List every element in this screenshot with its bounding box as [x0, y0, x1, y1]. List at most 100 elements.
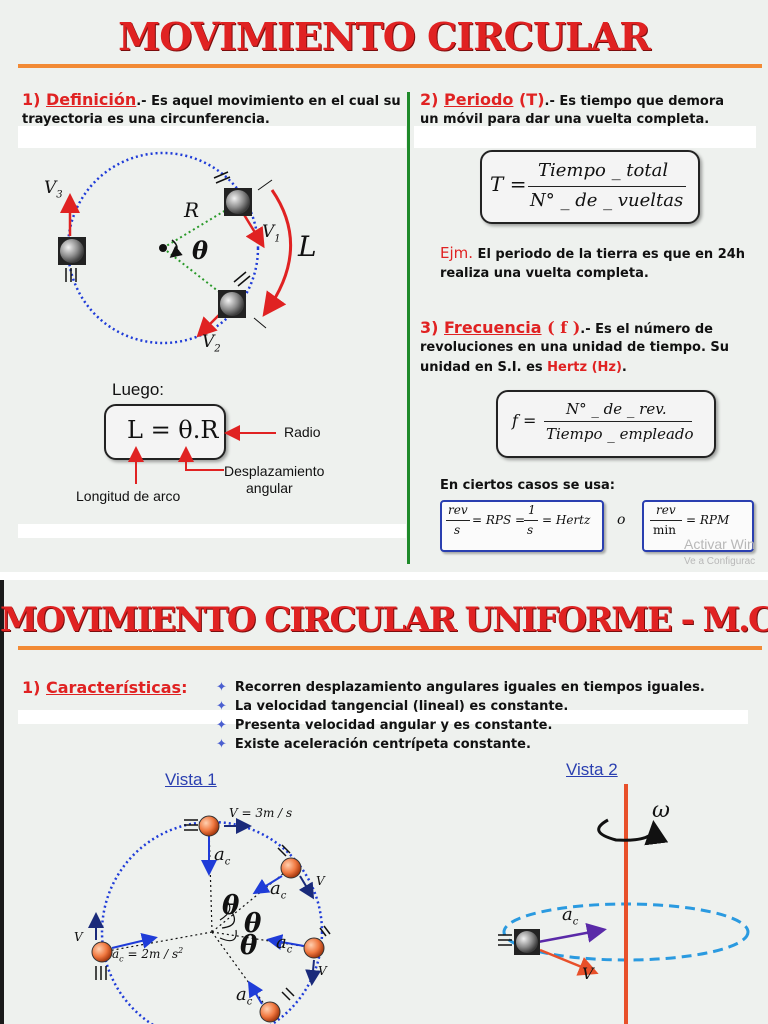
ball-top	[213, 171, 252, 216]
definicion-line2: trayectoria es una circunferencia.	[22, 112, 270, 127]
velocity-label: V	[318, 964, 327, 978]
centripetal-accel-arrow	[247, 980, 264, 1005]
ejemplo-line1: Ejm. El periodo de la tierra es que en 2…	[440, 244, 745, 264]
v2-label: V2	[202, 332, 221, 354]
rps-end: = Hertz	[542, 513, 591, 527]
list-item-text: La velocidad tangencial (lineal) es cons…	[234, 699, 569, 714]
fraction-bar	[650, 520, 682, 521]
ac-subscript: c	[119, 954, 124, 964]
vista2-label: Vista 2	[566, 760, 618, 779]
velocity-label: V	[74, 930, 83, 944]
rpm-formula-box	[642, 500, 754, 552]
casos-text: En ciertos casos se usa:	[440, 478, 615, 493]
hertz-unit: Hertz (Hz)	[547, 360, 622, 375]
ac-label: ac	[214, 844, 230, 868]
frecuencia-text: .- Es el número de	[580, 322, 713, 337]
center-point	[159, 244, 167, 252]
velocity-arrow	[539, 948, 599, 976]
ac-value-label: ac = 2m / s2	[112, 946, 183, 963]
frecuencia-symbol: ( f )	[541, 318, 581, 337]
definicion-line1: 1) Definición.- Es aquel movimiento en e…	[22, 90, 401, 111]
periodo-line2: un móvil para dar una vuelta completa.	[420, 112, 710, 127]
frecuencia-line3: unidad en S.I. es Hertz (Hz).	[420, 358, 627, 377]
left-edge	[0, 580, 4, 1024]
frecuencia-text: unidad en S.I. es	[420, 360, 548, 375]
v3-label: V3	[44, 178, 63, 200]
v3-symbol: V	[44, 178, 57, 198]
fraction-bar	[528, 186, 686, 187]
caracteristicas-heading: Características	[46, 678, 182, 697]
ejemplo-text: El periodo de la tierra es que en 24h	[473, 247, 746, 262]
mcu-vista1-diagram: θ θ θ	[88, 815, 331, 1024]
slide-separator	[0, 572, 768, 580]
ac-symbol: a	[214, 844, 225, 865]
section-number: 1)	[22, 678, 47, 697]
periodo-heading: Periodo	[444, 90, 514, 109]
title-underline	[18, 646, 762, 650]
rps-mid: = RPS =	[472, 513, 526, 527]
rps-den: s	[454, 523, 461, 537]
ac-symbol: a	[276, 932, 287, 953]
ac-symbol: a	[236, 984, 247, 1005]
or-label: o	[617, 512, 626, 528]
ejemplo-line2: realiza una vuelta completa.	[440, 266, 649, 281]
arc-length-label: L	[298, 230, 317, 263]
ac-symbol: a	[270, 878, 281, 899]
v2-symbol: V	[202, 332, 215, 352]
slide1-title: MOVIMIENTO CIRCULAR	[118, 14, 651, 59]
periodo-formula-box	[480, 150, 700, 224]
ac-subscript: c	[246, 996, 253, 1008]
longitud-arco-label: Longitud de arco	[76, 488, 181, 504]
radio-label: Radio	[284, 424, 321, 440]
ac-subscript: c	[286, 944, 293, 956]
definicion-heading: Definición	[46, 90, 137, 109]
watermark-line1: Activar Win	[684, 536, 755, 552]
rps-s: s	[527, 523, 534, 537]
desplazamiento-label: Desplazamiento	[224, 463, 325, 479]
tick-mark	[257, 179, 273, 191]
rps-one: 1	[528, 503, 536, 517]
frecuencia-text: .	[621, 360, 627, 375]
velocity-label: V	[582, 964, 594, 983]
watermark-line2: Ve a Configurac	[684, 556, 756, 567]
angle-arc	[219, 929, 237, 942]
angle-arc	[221, 911, 235, 929]
bullet-icon: ✦	[216, 737, 227, 752]
arc-formula-box	[104, 404, 226, 460]
velocity-arrow	[305, 959, 322, 986]
radius-line	[211, 867, 291, 933]
v1-symbol: V	[262, 222, 275, 242]
ball-bottom	[259, 987, 295, 1023]
angle-arc	[219, 899, 231, 921]
tick-mark	[253, 317, 267, 329]
angular-label: angular	[246, 480, 293, 496]
periodo-formula-lhs: T =	[490, 172, 527, 196]
theta-label: θ	[192, 236, 209, 265]
section-number: 1)	[22, 90, 47, 109]
list-item: ✦Presenta velocidad angular y es constan…	[216, 716, 552, 735]
v2-subscript: 2	[214, 343, 221, 355]
periodo-symbol: (T)	[513, 90, 545, 109]
ac-label: ac	[276, 932, 292, 956]
theta-symbol: θ	[244, 909, 262, 939]
fraction-bar	[524, 520, 538, 521]
ball-left	[58, 237, 86, 282]
periodo-formula-numerator: Tiempo _ total	[538, 160, 669, 181]
bullet-icon: ✦	[216, 718, 227, 733]
ac-value: = 2m / s	[123, 947, 179, 961]
arc-length-arrow	[262, 189, 292, 317]
rotation-arrow	[597, 818, 669, 846]
centripetal-accel-arrow	[252, 875, 283, 895]
radius-label: R	[184, 198, 200, 222]
ball-left	[91, 941, 113, 980]
theta-symbol: θ	[222, 891, 240, 921]
periodo-formula-denominator: N° _ de _ vueltas	[530, 190, 684, 211]
radius-line	[211, 931, 271, 1013]
omega-label: ω	[652, 798, 670, 823]
formula-annotation-arrows	[128, 425, 276, 484]
highlight-band	[414, 126, 756, 148]
colon: :	[181, 678, 188, 697]
radius-line	[162, 203, 237, 249]
ac-label: ac	[270, 878, 286, 902]
ball-upper-right	[277, 844, 302, 879]
